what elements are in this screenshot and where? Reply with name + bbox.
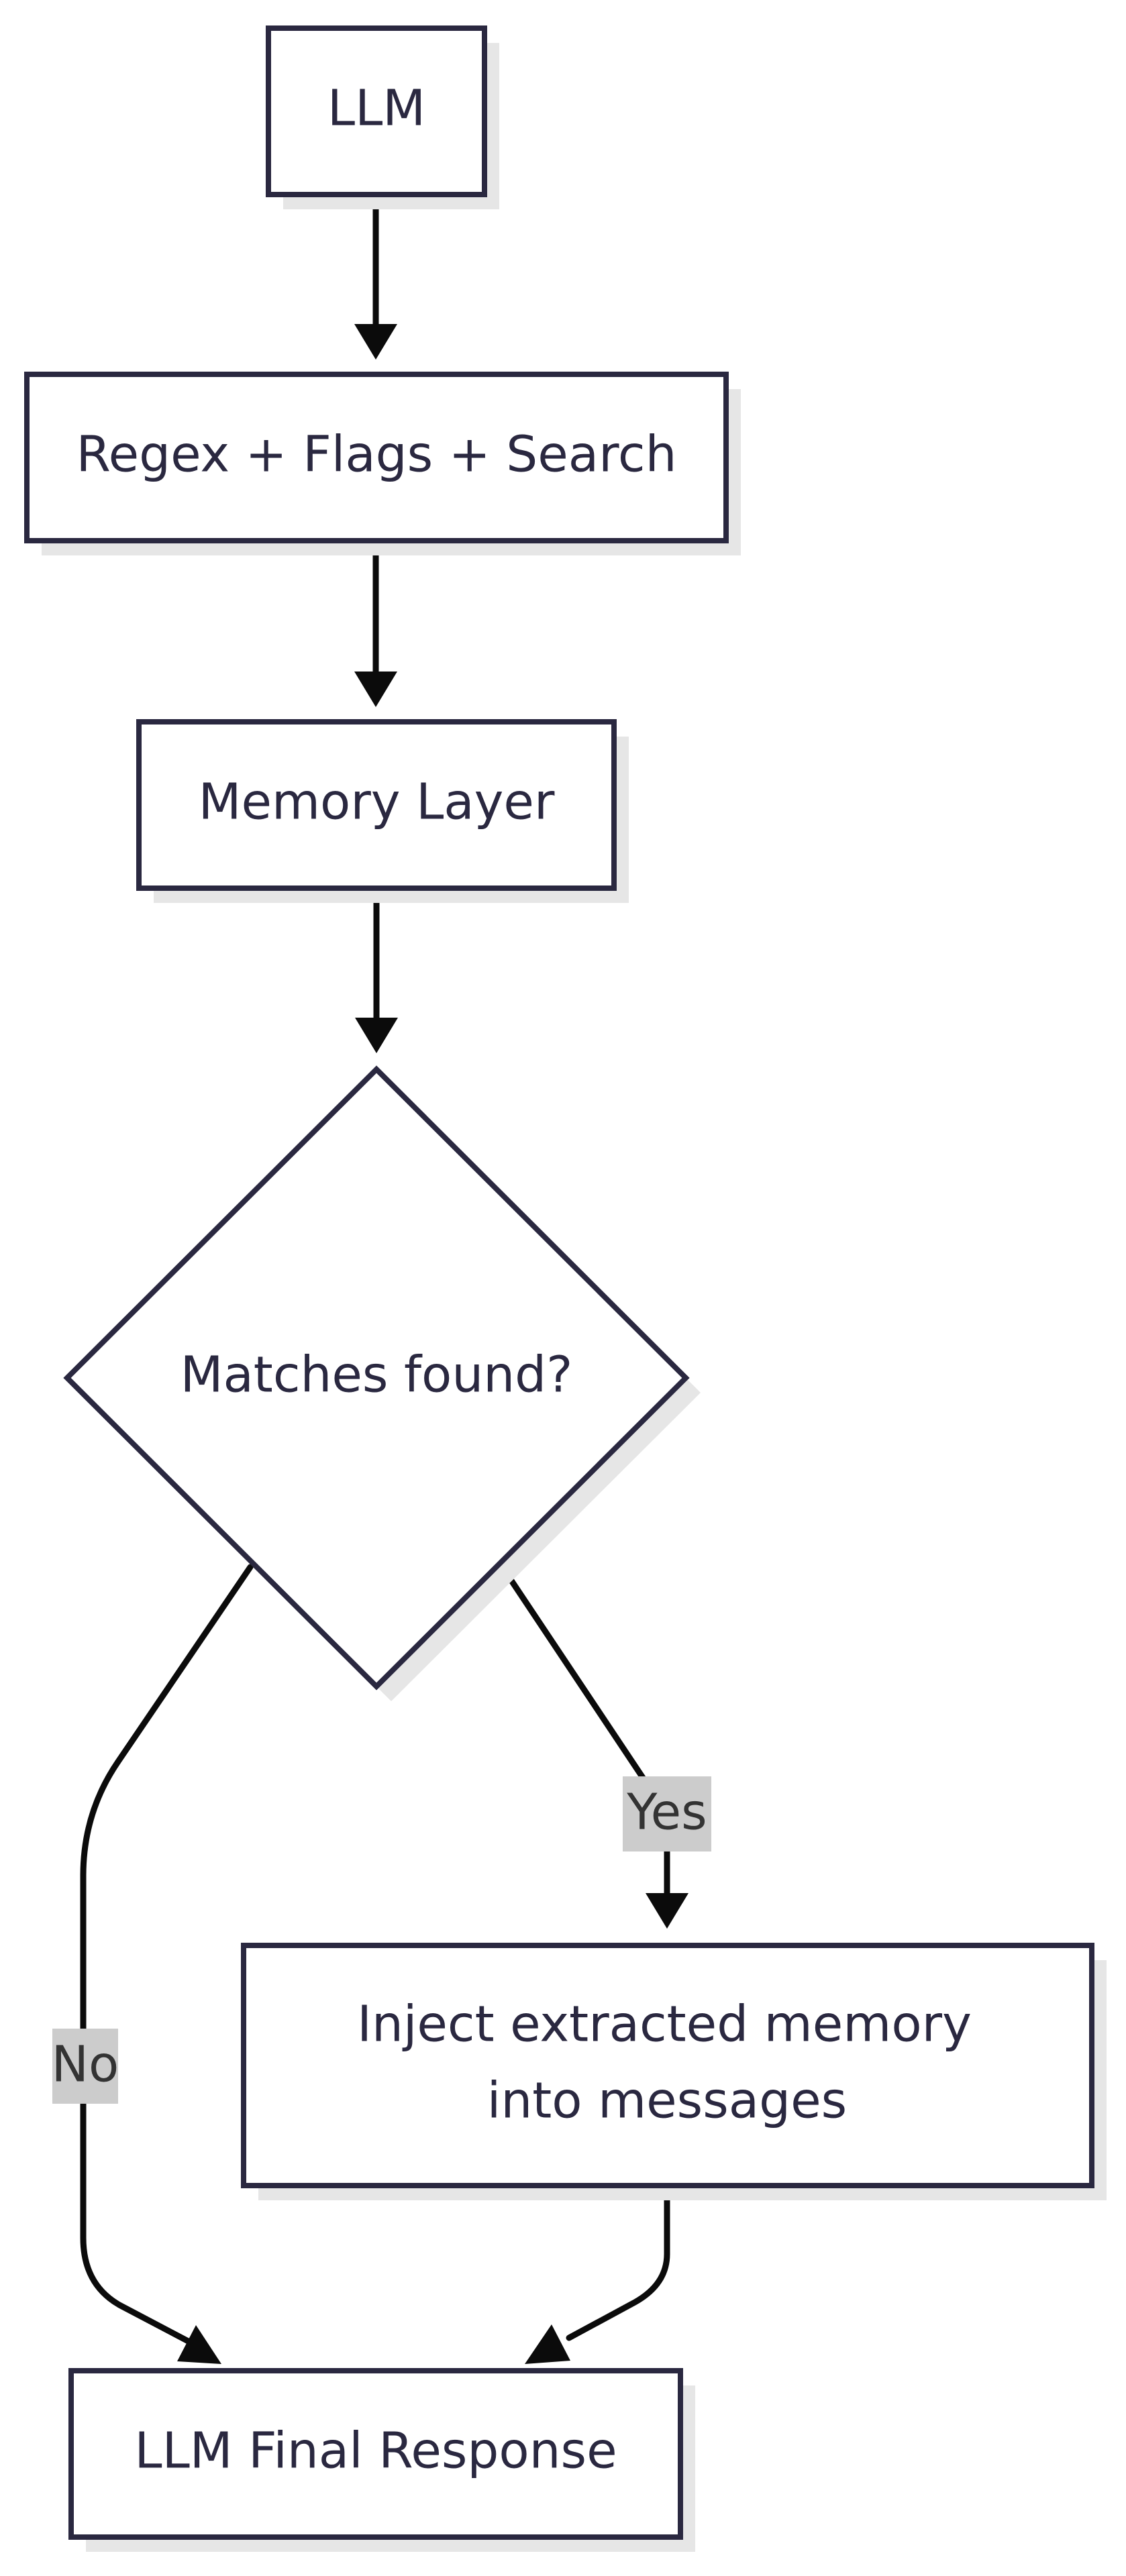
node-llm: LLM [266,25,499,209]
edge-regex-to-memory [354,537,397,707]
edge-memory-to-decision [355,885,398,1053]
node-decision: Matches found? [63,1065,701,1701]
node-regex-box [24,372,729,543]
edge-decision-to-inject-yes [499,1563,688,1929]
node-llm-box [266,25,487,197]
edge-label-yes-bg [623,1776,711,1851]
edge-label-no-bg [52,2029,118,2104]
node-inject-box [241,1943,1094,2188]
node-final-box [68,2368,683,2540]
node-decision-diamond [63,1065,690,1690]
edge-label-yes: Yes [623,1776,711,1851]
edge-label-yes-text: Yes [626,1784,707,1841]
node-llm-label: LLM [327,80,425,138]
node-inject-label-line2: into messages [487,2072,847,2130]
edge-inject-to-final [525,2185,670,2364]
node-inject-label-line1: Inject extracted memory [357,1996,972,2053]
node-final-label: LLM Final Response [134,2422,617,2480]
edge-label-no: No [52,2029,119,2104]
node-memory: Memory Layer [136,719,629,903]
node-regex: Regex + Flags + Search [24,372,741,555]
edge-decision-to-final-no [80,1564,254,2364]
node-decision-label: Matches found? [181,1346,573,1404]
node-regex-label: Regex + Flags + Search [76,426,677,484]
node-memory-label: Memory Layer [199,773,555,831]
node-inject: Inject extracted memory into messages [241,1943,1107,2200]
edge-label-no-text: No [52,2036,119,2094]
node-final: LLM Final Response [68,2368,695,2552]
node-memory-box [136,719,617,891]
edge-llm-to-regex [354,191,397,360]
